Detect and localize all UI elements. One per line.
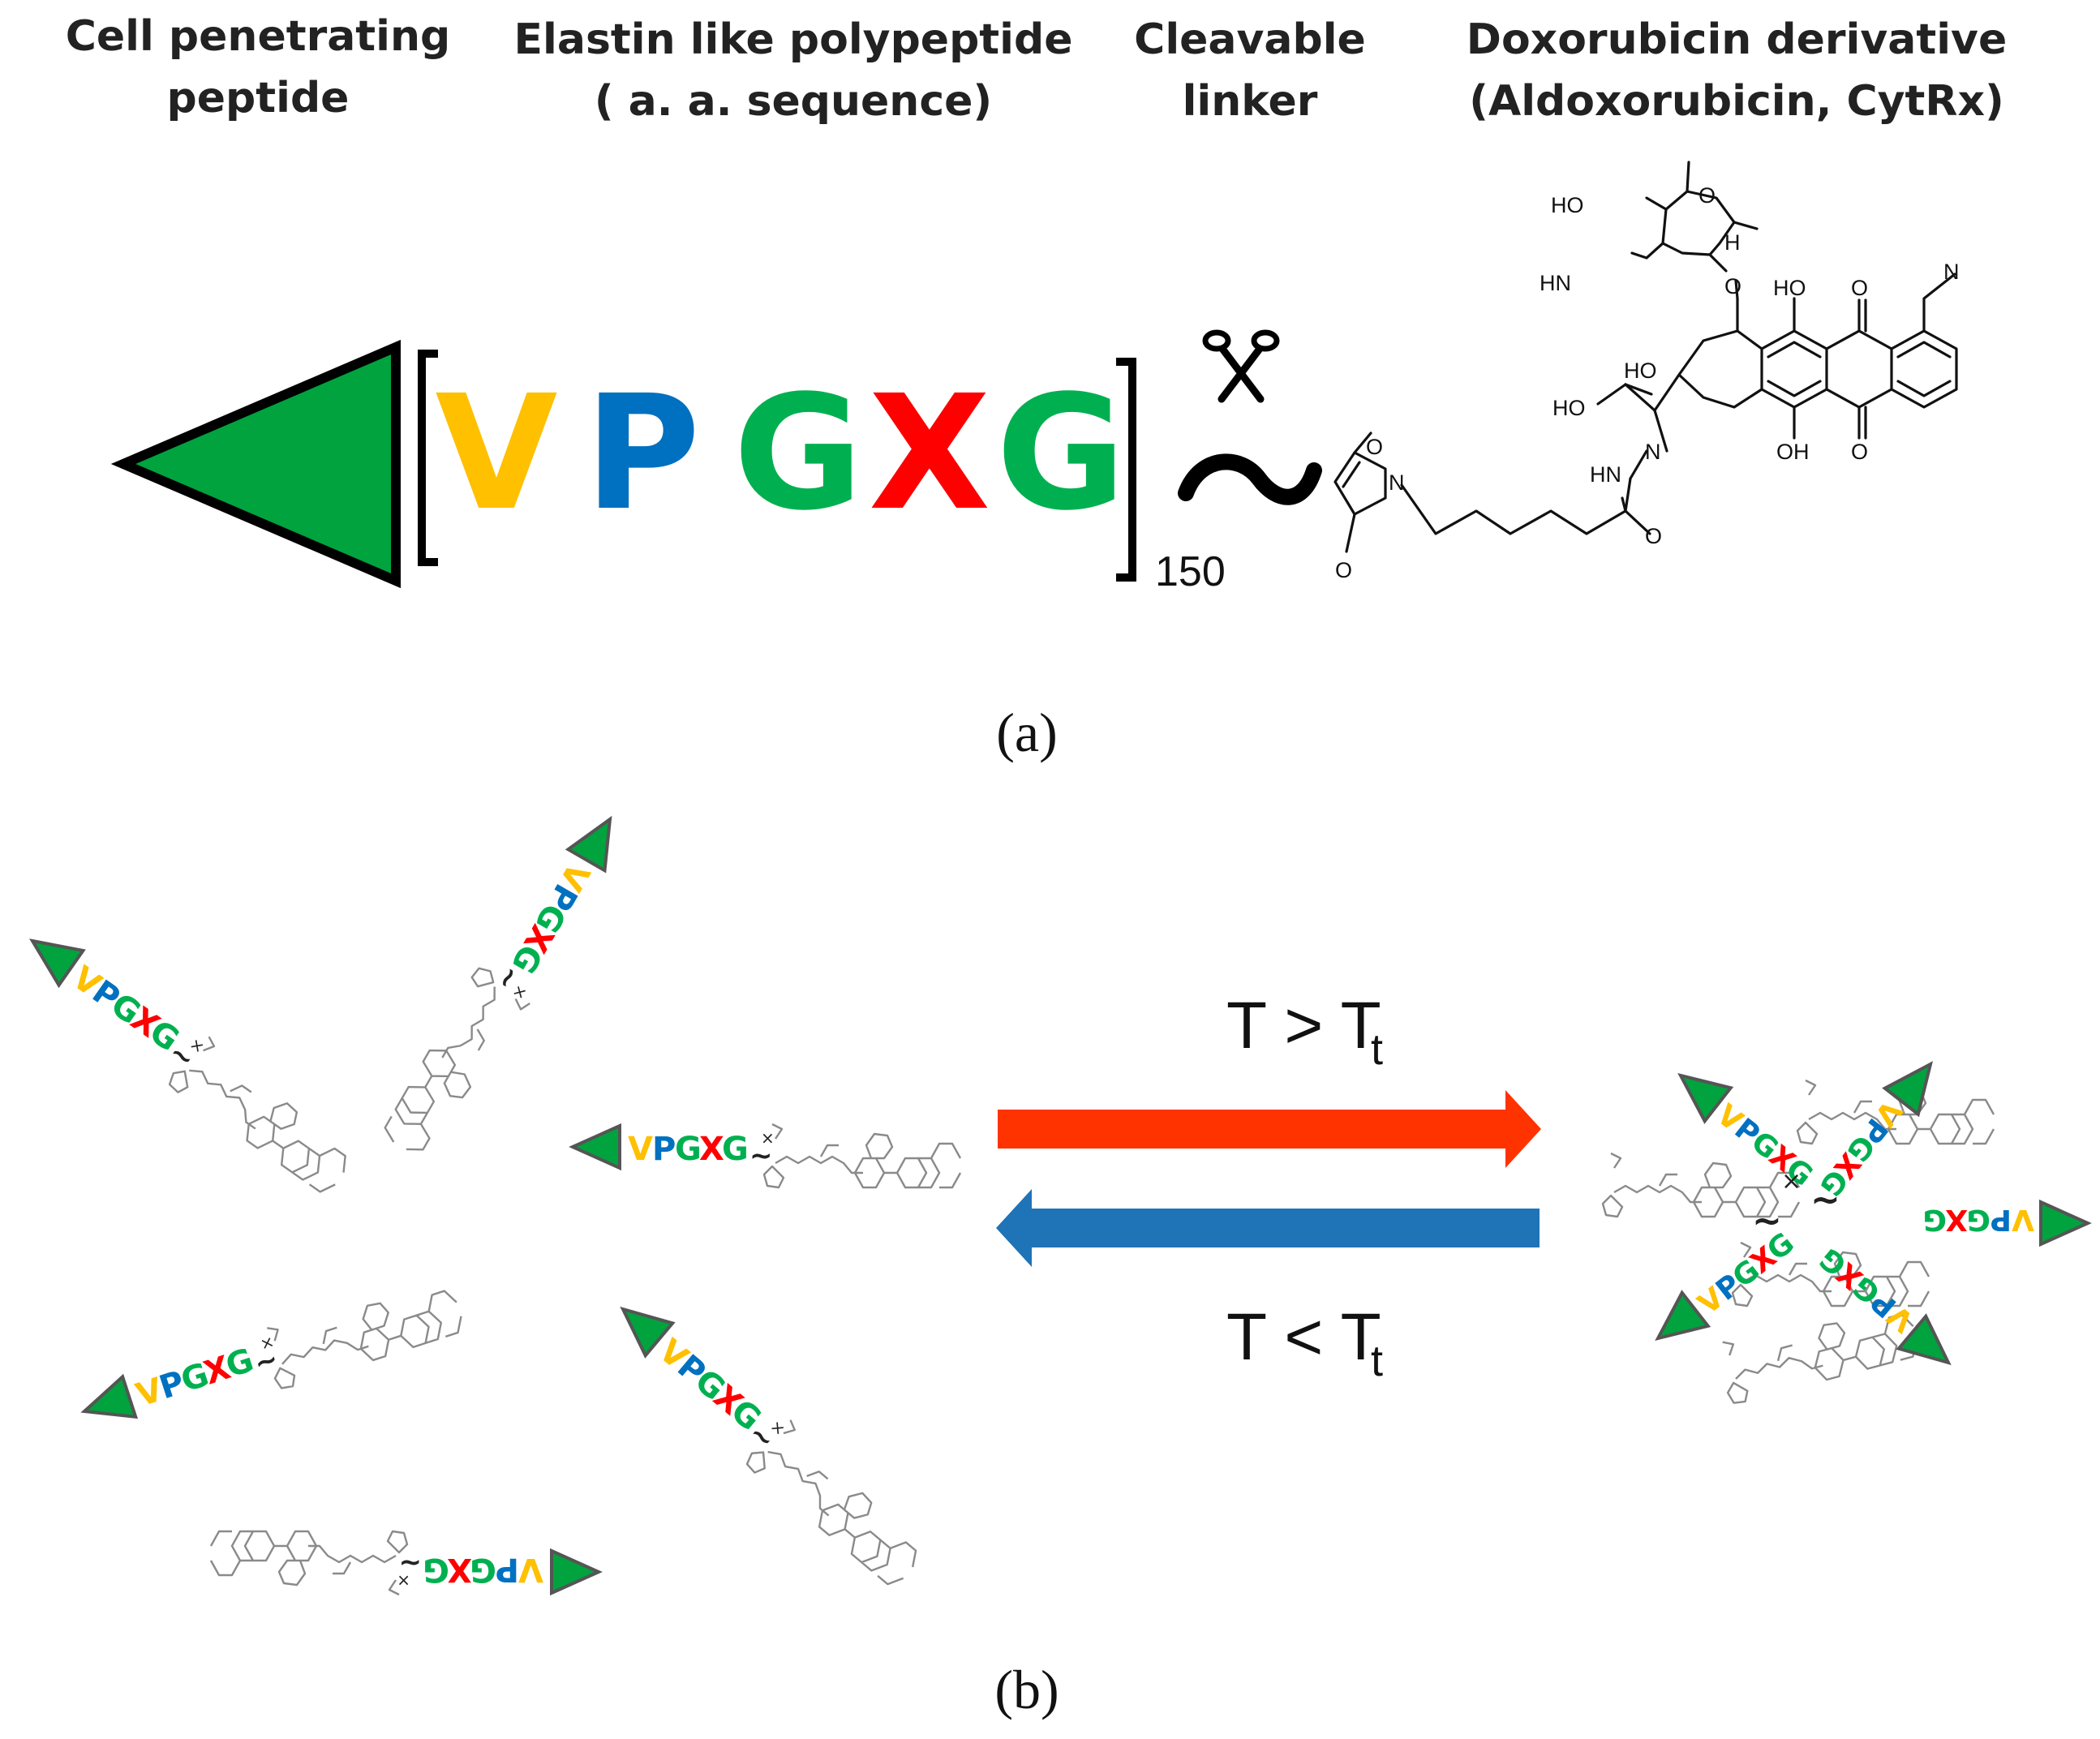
svg-text:V: V [2012,1203,2034,1236]
sequence-letter-v: V [436,361,558,545]
chem-label: OH [1776,440,1810,464]
cpp-triangle [565,815,612,874]
chem-label: HN [1590,462,1621,487]
ell-sequence: V P G X G [436,361,1126,545]
chem-label: N [1389,470,1405,495]
right-bracket [1116,358,1136,582]
caption-a: (a) [996,702,1057,763]
header-line-2: linker [1183,77,1318,126]
header-line-2: peptide [167,74,350,122]
svg-text:G: G [1922,1203,1947,1236]
aggregate-arm: V P G X G [1655,1226,1801,1342]
svg-text:G: G [1966,1203,1990,1236]
cpp-triangle [569,1123,621,1171]
monomer-conjugate: V P G X G [569,1123,962,1189]
svg-text:G: G [470,1551,496,1588]
header-line-2: ( a. a. sequence) [595,77,992,126]
chem-label: O [1366,435,1383,459]
reverse-condition-label: T < T t [1226,1300,1383,1385]
svg-text:X: X [447,1551,472,1588]
sequence-letter-p: P [585,361,701,545]
aggregate-arm: V P G X G [1922,1199,2092,1247]
cpp-triangle [1655,1290,1711,1342]
svg-text:X: X [699,1131,724,1168]
svg-text:G: G [675,1131,702,1168]
header-cleavable-linker: Cleavable linker [1134,15,1366,126]
cpp-triangle [110,339,401,589]
chem-label: HO [1552,396,1586,420]
monomer-conjugate: V P G X G [80,1269,467,1419]
sequence-letter-x: X [869,361,990,545]
cpp-triangle [550,1548,603,1596]
reverse-condition-subscript: t [1371,1337,1383,1385]
chem-label: H [1724,230,1741,255]
chem-label: O [1724,274,1741,298]
chem-label: N [1943,260,1960,284]
svg-text:P: P [1990,1203,2012,1236]
cpp-triangle [1677,1072,1734,1124]
caption-b: (b) [994,1659,1059,1720]
sequence-letter-g-2: G [996,361,1126,545]
cpp-triangle [1882,1061,1934,1118]
chem-label: HO [1551,193,1584,217]
linker-tilde [1178,453,1322,505]
cpp-triangle [1896,1313,1952,1366]
forward-condition-subscript: t [1371,1025,1383,1074]
chem-label: O [1698,183,1716,208]
aldoxorubicin-structure: HO O H HN O HO O HO HO N HN O OH O O O N… [1333,161,1960,582]
chem-label: O [1851,440,1868,464]
chem-label: HO [1773,276,1806,300]
panel-a: Cell penetrating peptide Elastin like po… [66,12,2007,763]
svg-text:G: G [423,1551,449,1588]
monomer-conjugate: V P G X G [380,815,612,1168]
aggregate-arm: V P G X G [1813,1061,1934,1202]
forward-condition-text: T > T [1226,989,1381,1063]
monomer-conjugate: V P G X G [209,1530,603,1596]
svg-text:V: V [518,1551,543,1588]
chem-label: N [1645,440,1661,464]
monomer-conjugate: V P G X G [620,1306,936,1591]
svg-text:X: X [1945,1203,1968,1236]
repeat-subscript: 150 [1155,548,1226,595]
chem-label: O [1335,558,1352,582]
panel-b: V P G X G V P G X G V P G X G [28,815,2092,1720]
scissors-icon [1202,329,1280,403]
header-cell-penetrating-peptide: Cell penetrating peptide [66,12,450,122]
sequence-letter-g: G [733,361,863,545]
forward-arrow [998,1090,1541,1168]
header-line-1: Cleavable [1134,15,1366,64]
cpp-triangle [28,938,86,989]
cpp-triangle [2039,1199,2092,1247]
left-bracket [418,350,438,566]
chem-label: HN [1540,271,1571,295]
svg-text:×: × [1781,1167,1802,1196]
svg-text:P: P [496,1551,519,1588]
cpp-triangle [80,1373,139,1419]
aggregate-cluster: V P G X G V P G X G V P G X G [1601,1061,2092,1406]
reverse-arrow [996,1189,1540,1267]
svg-text:V: V [628,1131,653,1168]
cpp-triangle [620,1306,676,1359]
forward-condition-label: T > T t [1226,989,1383,1074]
header-doxorubicin-derivative: Doxorubicin derivative (Aldoxorubicin, C… [1467,15,2007,126]
aggregate-arm: V P G X G [1814,1241,1952,1366]
svg-text:G: G [722,1131,749,1168]
chem-label: HO [1624,359,1657,383]
header-line-1: Elastin like polypeptide [514,15,1073,64]
header-elastin-like-polypeptide: Elastin like polypeptide ( a. a. sequenc… [514,15,1073,126]
reverse-condition-text: T < T [1226,1300,1381,1374]
chem-label: O [1645,524,1662,548]
header-line-2: (Aldoxorubicin, CytRx) [1469,77,2004,126]
svg-text:~: ~ [1752,1200,1782,1242]
header-line-1: Cell penetrating [66,12,450,61]
header-line-1: Doxorubicin derivative [1467,15,2007,64]
chem-label: O [1851,276,1868,300]
svg-text:~: ~ [1810,1179,1840,1221]
monomer-conjugate: V P G X G [28,938,364,1198]
svg-text:P: P [652,1131,676,1168]
